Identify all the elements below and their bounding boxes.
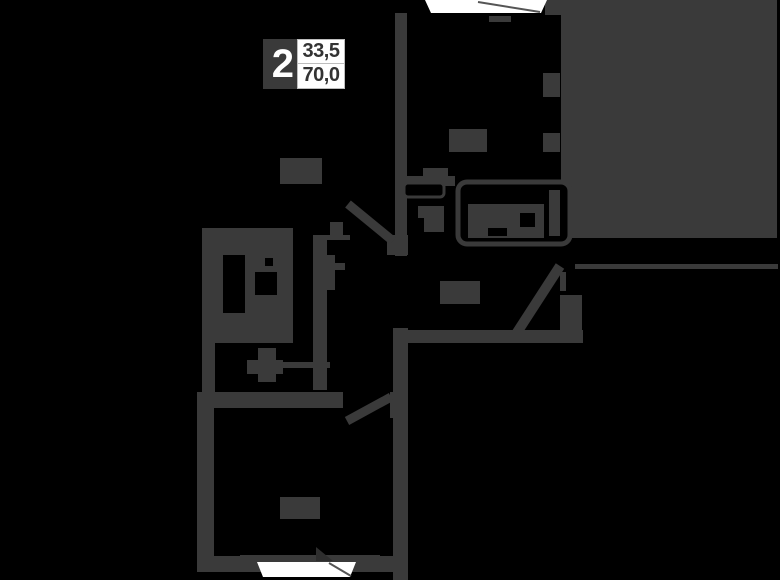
room-count-badge: 2 (263, 39, 297, 89)
door-line-small-room (283, 362, 330, 368)
window-top-glass (425, 0, 547, 13)
window-top-sash-line (477, 1, 541, 13)
wall-top-segment (325, 235, 350, 240)
wall-hall-bottom (398, 330, 583, 343)
wc-small-cutout (265, 258, 273, 266)
total-area-value: 70,0 (297, 64, 345, 89)
wall-mid-arm (327, 263, 345, 270)
kitchen-door-leaf (344, 393, 394, 425)
wc-cabinet-cutout (223, 255, 245, 313)
wall-kitchen-right (393, 328, 408, 580)
area-badge: 33,5 70,0 (297, 39, 345, 89)
window-bottom-glass (257, 562, 356, 577)
boundary-line-right (575, 264, 778, 269)
wall-kitchen-left (197, 392, 214, 572)
wall-mid-bump (320, 255, 335, 290)
window-bottom-sash-line (328, 562, 352, 577)
kitchen-door-jamb (390, 392, 400, 418)
window-bottom-opening-flag (316, 547, 333, 561)
living-area-value: 33,5 (297, 39, 345, 64)
listing-badge: 2 33,5 70,0 (263, 39, 345, 89)
toilet-blob-horizontal (247, 360, 283, 374)
wall-bathroom-top (395, 176, 455, 186)
wall-left-mid (202, 343, 215, 393)
room-label-blob-kitchen (280, 497, 320, 519)
shelf-blob (423, 168, 448, 176)
bathtub-faucet-cutout (520, 213, 535, 227)
neighbor-block (545, 0, 777, 238)
bedroom-door-leaf (345, 200, 396, 245)
wall-segment-right-1 (543, 73, 560, 97)
wall-hall-right (560, 295, 582, 343)
room-label-blob-hall (440, 281, 480, 304)
wall-diagonal (511, 263, 565, 337)
window-top (425, 0, 547, 22)
toilet-icon-bowl (424, 218, 444, 232)
toilet-icon-tank (418, 206, 444, 218)
wall-chunk (278, 238, 293, 258)
door-jamb-blob (330, 222, 343, 237)
wc-block (202, 228, 293, 343)
window-bottom (240, 547, 380, 577)
room-label-blob-bedroom2 (449, 129, 487, 152)
wall-hall-right-bar (560, 272, 566, 291)
window-bottom-sill (240, 555, 380, 562)
sink-icon (402, 181, 446, 199)
bathtub-rim-bar (549, 190, 560, 236)
window-top-tick (489, 16, 511, 22)
wall-segment-right-2 (543, 133, 560, 152)
wall-bedrooms-divider (395, 13, 407, 256)
wc-fixture-cutout (255, 272, 277, 295)
room-label-blob-bedroom1 (280, 158, 322, 184)
bathtub-drain-cutout (488, 228, 507, 236)
wall-kitchen-top (197, 392, 343, 408)
